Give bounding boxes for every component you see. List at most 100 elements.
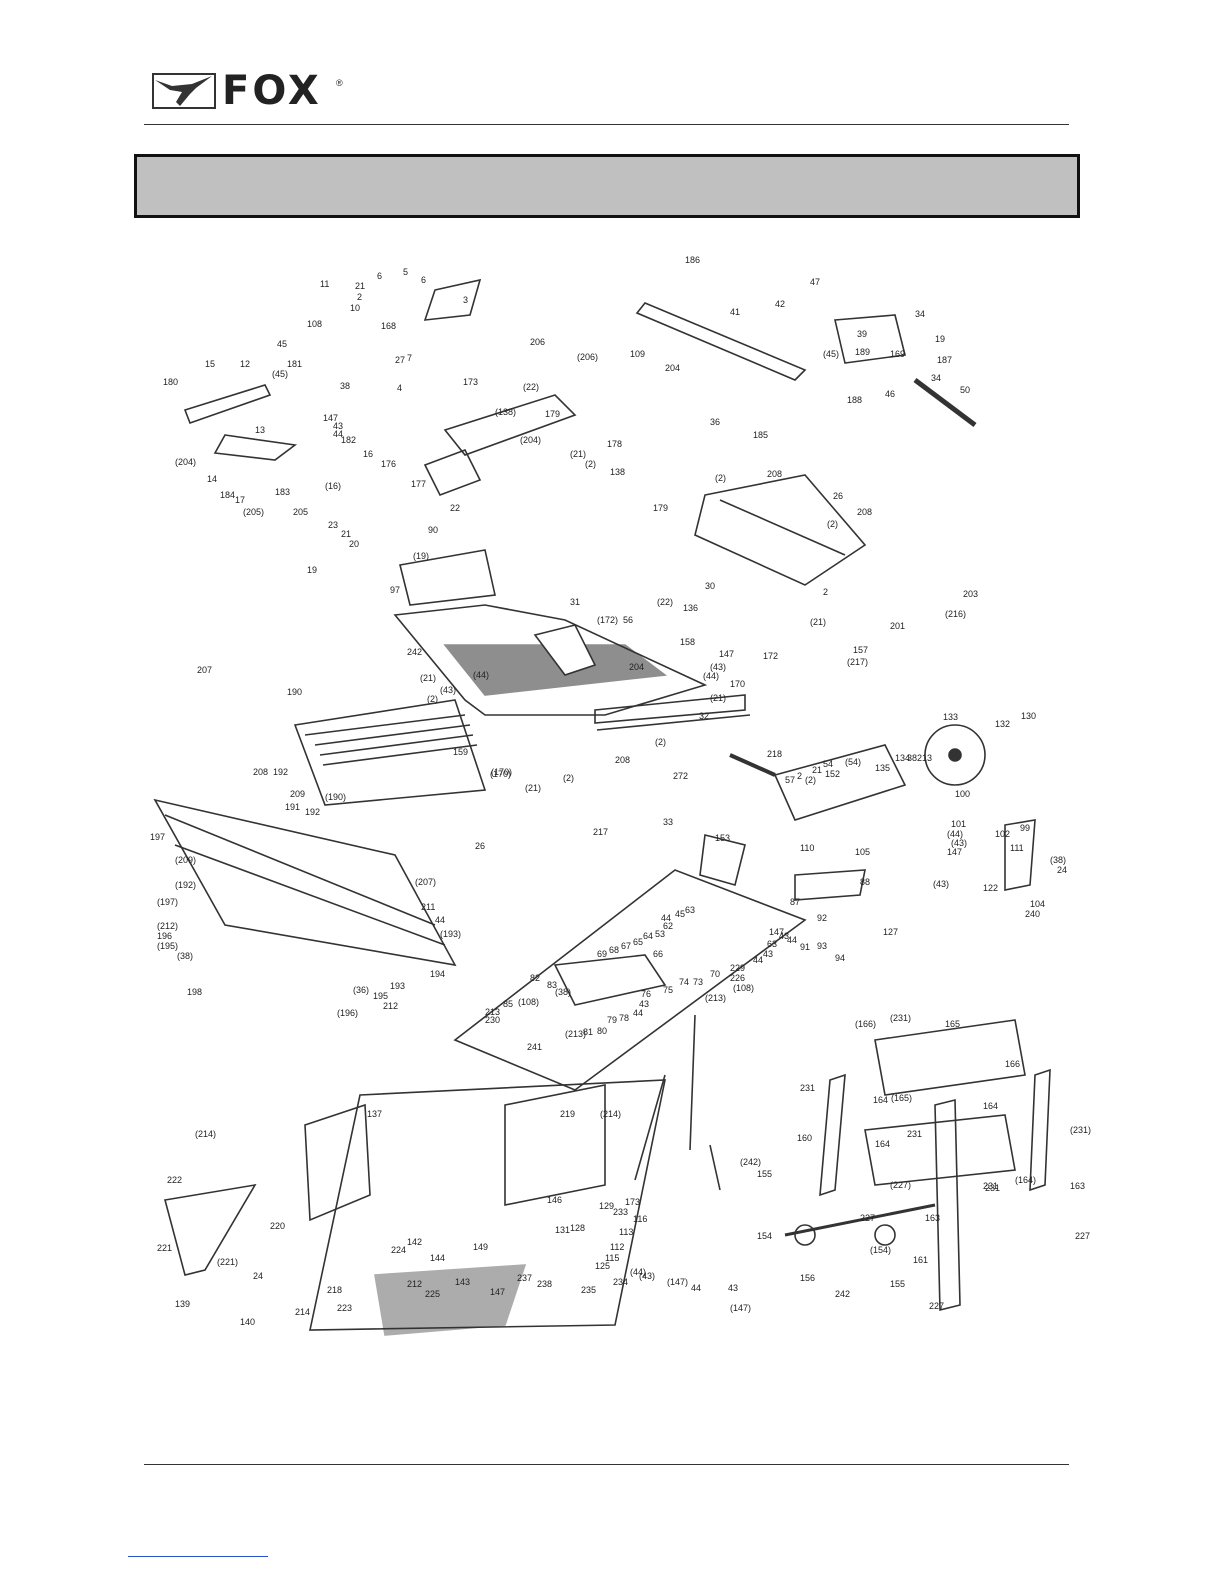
part-label: 15 [205, 359, 215, 369]
part-label: (231) [890, 1013, 911, 1023]
part-label: 238 [537, 1279, 552, 1289]
part-label: 179 [545, 409, 560, 419]
part-label: 146 [547, 1195, 562, 1205]
part-label: 22 [450, 503, 460, 513]
part-label: (21) [710, 693, 726, 703]
part-label: 143 [455, 1277, 470, 1287]
part-label: 99 [1020, 823, 1030, 833]
part-label: 46 [885, 389, 895, 399]
part-label: 164 [875, 1139, 890, 1149]
part-label: 111 [1010, 843, 1024, 853]
part-label: 147 [769, 927, 784, 937]
part-label: 74 [679, 977, 689, 987]
part-label: (214) [600, 1109, 621, 1119]
part-label: 32 [699, 711, 709, 721]
part-label: 38 [907, 753, 917, 763]
part-label: (44) [947, 829, 963, 839]
part-label: 102 [995, 829, 1010, 839]
part-label: 109 [630, 349, 645, 359]
part-label: 44 [661, 913, 671, 923]
part-label: 203 [963, 589, 978, 599]
part-label: (193) [440, 929, 461, 939]
part-label: 194 [430, 969, 445, 979]
part-label: 19 [307, 565, 317, 575]
part-label: 73 [693, 977, 703, 987]
part-label: 2 [823, 587, 828, 597]
part-label: (2) [585, 459, 596, 469]
part-label: 230 [485, 1015, 500, 1025]
part-label: (2) [827, 519, 838, 529]
section-title-box [134, 154, 1080, 218]
part-label: 129 [599, 1201, 614, 1211]
part-label: 100 [955, 789, 970, 799]
part-label: 142 [407, 1237, 422, 1247]
part-label: 6 [421, 275, 426, 285]
part-label: (209) [175, 855, 196, 865]
part-label: (231) [1070, 1125, 1091, 1135]
part-label: 213 [485, 1007, 500, 1017]
exploded-parts-diagram: 180 15 12 181 11 108 45 (45) 38 10 21 6 … [150, 255, 1091, 1336]
part-label: 165 [945, 1019, 960, 1029]
part-label: 169 [890, 349, 905, 359]
part-label: 12 [240, 359, 250, 369]
part-label: 212 [383, 1001, 398, 1011]
part-label: 242 [835, 1289, 850, 1299]
part-label: 220 [270, 1221, 285, 1231]
part-label: 227 [860, 1213, 875, 1223]
part-label: 70 [710, 969, 720, 979]
part-label: 68 [609, 945, 619, 955]
part-label: 44 [787, 935, 797, 945]
part-label: 82 [530, 973, 540, 983]
part-label: 21 [812, 765, 822, 775]
part-label: (170) [490, 769, 511, 779]
part-label: 64 [643, 931, 653, 941]
part-label: 133 [943, 712, 958, 722]
part-label: (38) [555, 987, 571, 997]
part-label: (204) [175, 457, 196, 467]
part-label: 191 [285, 802, 300, 812]
part-label: 91 [800, 942, 810, 952]
part-label: 39 [857, 329, 867, 339]
part-label: 221 [157, 1243, 172, 1253]
part-label: (54) [845, 757, 861, 767]
part-label: 196 [157, 931, 172, 941]
part-label: 182 [341, 435, 356, 445]
part-label: 76 [641, 989, 651, 999]
part-label: 227 [1075, 1231, 1090, 1241]
part-label: 43 [639, 999, 649, 1009]
part-label: 149 [473, 1242, 488, 1252]
part-label: (242) [740, 1157, 761, 1167]
part-label: 186 [685, 255, 700, 265]
part-label: (217) [847, 657, 868, 667]
part-label: 21 [341, 529, 351, 539]
part-label: (43) [933, 879, 949, 889]
part-label: (195) [157, 941, 178, 951]
part-label: (45) [272, 369, 288, 379]
part-label: 4 [397, 383, 402, 393]
part-label: 192 [305, 807, 320, 817]
part-label: (190) [325, 792, 346, 802]
part-label: 43 [779, 931, 789, 941]
part-label: 41 [730, 307, 740, 317]
part-label: 50 [960, 385, 970, 395]
part-label: 153 [715, 833, 730, 843]
part-label: 208 [615, 755, 630, 765]
part-label: 26 [475, 841, 485, 851]
part-label: 110 [800, 843, 814, 853]
part-label: 36 [710, 417, 720, 427]
part-label: 93 [817, 941, 827, 951]
part-label: 241 [527, 1042, 542, 1052]
part-label: 226 [730, 973, 745, 983]
part-label: (21) [570, 449, 586, 459]
part-label: 225 [425, 1289, 440, 1299]
part-label: 147 [719, 649, 734, 659]
part-label: 137 [367, 1109, 382, 1119]
part-label: 168 [381, 321, 396, 331]
part-label: 198 [187, 987, 202, 997]
part-label: 11 [320, 279, 329, 289]
part-label: 43 [763, 949, 773, 959]
part-label: 10 [350, 303, 360, 313]
part-label: 30 [705, 581, 715, 591]
part-label: 44 [633, 1008, 643, 1018]
part-label: 159 [453, 747, 468, 757]
